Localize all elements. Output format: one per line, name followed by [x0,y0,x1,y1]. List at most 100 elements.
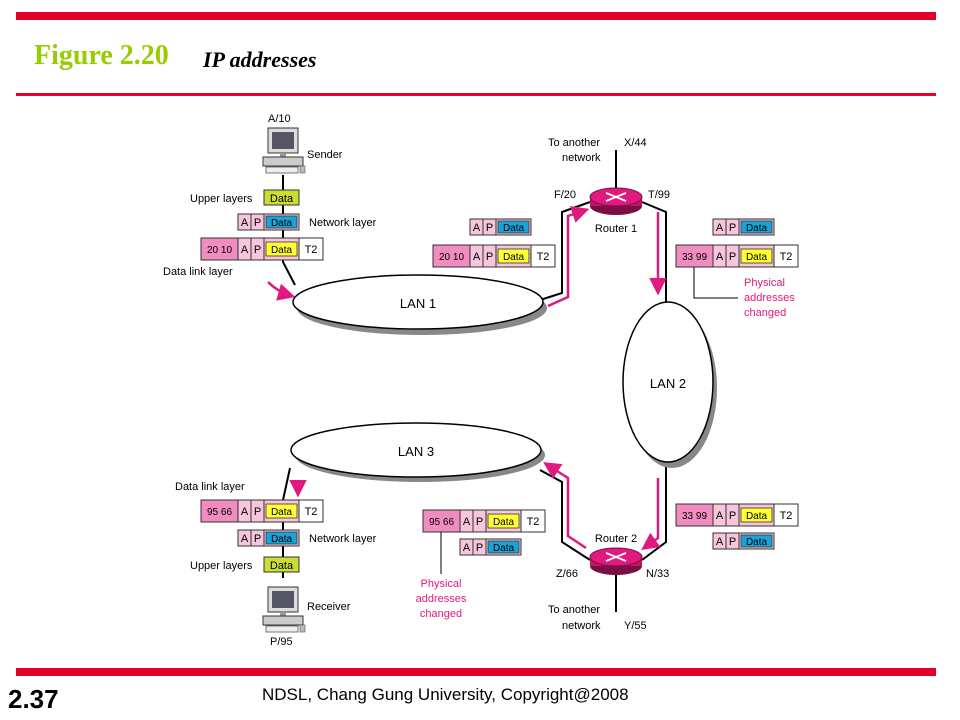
header-divider [16,93,936,96]
svg-text:P: P [254,533,261,545]
svg-text:33 99: 33 99 [682,511,707,522]
sender-network-layer-label: Network layer [309,217,377,229]
svg-text:T2: T2 [305,506,318,518]
note-top-bracket [693,267,738,299]
arrow-lan1-to-router1 [547,206,590,308]
svg-text:T2: T2 [305,244,318,256]
note-top-line3: changed [744,307,786,319]
router2-name: Router 2 [595,533,637,545]
note-top-line2: addresses [744,292,795,304]
note-bottom-line1: Physical [421,578,462,590]
lan-3: LAN 3 [290,422,545,482]
svg-text:A: A [241,506,249,518]
svg-text:Data: Data [271,218,293,229]
bottom-accent-bar [16,668,936,676]
arrow-sender-to-lan1 [267,281,296,301]
lan-1-label: LAN 1 [400,296,436,311]
svg-text:Data: Data [270,193,294,205]
svg-text:T2: T2 [780,510,793,522]
router-2-icon [589,547,643,575]
lan-2-label: LAN 2 [650,376,686,391]
svg-text:T2: T2 [527,516,540,528]
svg-text:Data: Data [271,507,293,518]
receiver-frame: 95 66 A P Data T2 [200,499,324,523]
svg-text:Data: Data [503,223,525,234]
svg-text:A: A [716,222,724,234]
lan1-ip-packet: A P Data [469,218,532,236]
svg-text:A: A [716,251,724,263]
router1-other-network-line2: network [562,152,601,164]
router1-name: Router 1 [595,223,637,235]
svg-text:33 99: 33 99 [682,252,707,263]
lan-1: LAN 1 [292,274,547,335]
sender-frame: 20 10 A P Data T2 [200,237,324,261]
svg-text:A: A [241,217,249,229]
sender-upper-packet: Data [263,189,300,206]
lan3-ip-packet: A P Data [459,538,522,556]
lan2-top-ip-packet: A P Data [712,218,775,236]
lan2-bottom-frame: 33 99 A P Data T2 [675,503,799,527]
svg-text:Data: Data [746,537,768,548]
svg-text:Data: Data [746,252,768,263]
router2-right-iface: N/33 [646,568,669,580]
svg-text:P: P [476,542,483,554]
lan2-bottom-ip-packet: A P Data [712,532,775,550]
lan-2: LAN 2 [622,301,717,468]
svg-text:95 66: 95 66 [429,517,454,528]
svg-text:A: A [716,536,724,548]
sender-ip-packet: A P Data [237,213,300,231]
svg-text:P: P [486,222,493,234]
svg-text:A: A [241,533,249,545]
svg-text:P: P [254,217,261,229]
lan2-to-router2-link [641,462,667,561]
slide-number: 2.37 [8,684,59,714]
arrow-router2-to-lan3 [543,462,587,550]
svg-text:A: A [473,222,481,234]
svg-text:P: P [729,251,736,263]
svg-text:Data: Data [746,223,768,234]
svg-text:P: P [486,251,493,263]
router2-bottom-iface: Y/55 [624,620,647,632]
svg-text:T2: T2 [780,251,793,263]
svg-text:P: P [729,536,736,548]
figure-title: IP addresses [203,47,317,72]
router2-left-iface: Z/66 [556,568,578,580]
svg-text:Data: Data [746,511,768,522]
flow-arrows [267,206,667,551]
svg-text:A: A [473,251,481,263]
arrow-lan2-to-router2 [641,478,661,551]
top-accent-bar [16,12,936,20]
sender-label: Sender [307,149,343,161]
svg-text:Data: Data [503,252,525,263]
router2-other-network-line2: network [562,620,601,632]
svg-text:20 10: 20 10 [207,245,232,256]
svg-text:Data: Data [271,534,293,545]
svg-text:A: A [463,516,471,528]
lan1-frame: 20 10 A P Data T2 [432,244,556,268]
receiver-upper-packet: Data [263,556,300,573]
svg-text:P: P [476,516,483,528]
receiver-label: Receiver [307,601,351,613]
svg-text:P: P [254,244,261,256]
sender-computer-icon [262,127,306,174]
svg-text:P: P [729,222,736,234]
receiver-data-link-label: Data link layer [175,481,245,493]
note-bottom-line3: changed [420,608,462,620]
router-1-icon [589,187,643,215]
router2-other-network-line1: To another [548,604,600,616]
lan2-top-frame: 33 99 A P Data T2 [675,244,799,268]
lan3-frame: 95 66 A P Data T2 [422,509,546,533]
svg-text:A: A [241,244,249,256]
svg-text:Data: Data [493,517,515,528]
lan-3-label: LAN 3 [398,444,434,459]
svg-text:A: A [463,542,471,554]
router1-other-network-line1: To another [548,137,600,149]
sender-address: A/10 [268,113,291,125]
svg-text:95 66: 95 66 [207,507,232,518]
svg-text:Data: Data [493,543,515,554]
receiver-upper-layers-label: Upper layers [190,560,253,572]
router1-to-lan2-link [641,201,667,303]
figure-number: Figure 2.20 [34,40,169,71]
note-top-line1: Physical [744,277,785,289]
